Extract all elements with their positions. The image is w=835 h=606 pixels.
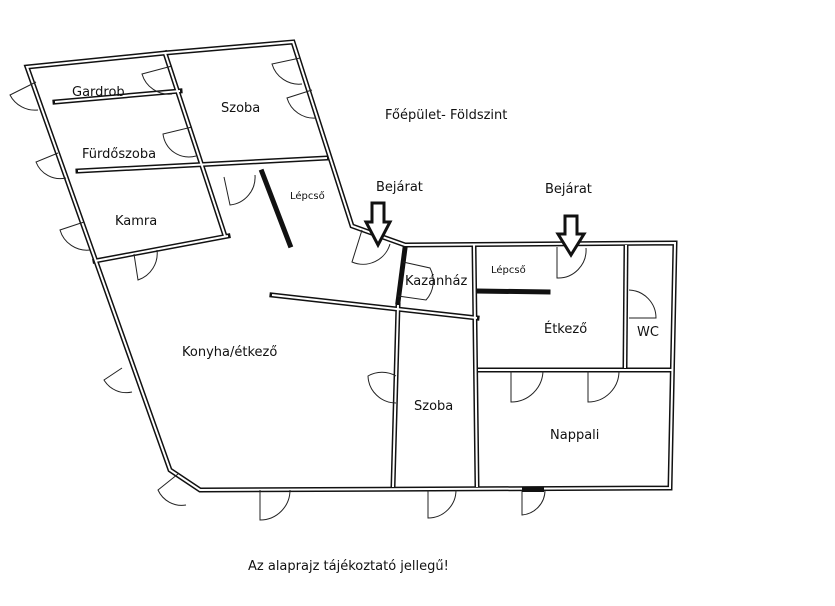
door-kazanhaz [397,261,434,301]
door-szoba-1 [271,57,303,85]
room-nappali: Nappali [550,428,599,443]
disclaimer-note: Az alaprajz tájékoztató jellegű! [248,559,449,574]
door-entrance-1 [351,229,391,265]
room-szoba-2: Szoba [414,399,453,414]
door-entrance-2 [556,247,587,279]
door-szoba2 [367,371,397,404]
labels: Főépület- Földszint Bejárat Bejárat Gard… [72,85,659,574]
room-furdoszoba: Fürdőszoba [82,147,156,162]
room-kamra: Kamra [115,214,157,229]
door-etkezo-1 [510,370,544,403]
room-kazanhaz: Kazánház [405,274,467,289]
door-gardrob [141,65,173,95]
door-konyha-outer [103,367,133,394]
entrance-label-2: Bejárat [545,182,592,197]
room-etkezo: Étkező [544,321,587,337]
room-lepcso-2: Lépcső [491,264,526,276]
door-bottom-1 [259,489,291,521]
room-lepcso-1: Lépcső [290,190,325,202]
window-bottom [522,487,544,492]
door-szoba-2 [286,89,317,119]
room-konyha: Konyha/étkező [182,345,277,360]
door-kamra-outer [59,221,91,251]
plan-title: Főépület- Földszint [385,108,507,123]
room-szoba-1: Szoba [221,101,260,116]
door-bottom-3 [521,489,546,516]
door-etkezo-2 [587,370,620,403]
door-furdo-outer [35,152,67,180]
arrow-down-icon [555,214,587,258]
entrance-label-1: Bejárat [376,180,423,195]
room-wc: WC [637,325,659,340]
room-gardrob: Gardrob [72,85,125,100]
door-bottom-2 [427,489,457,519]
entrance-arrows [363,201,587,258]
door-lepcso [223,174,256,206]
walls [23,39,678,493]
arrow-down-icon [363,201,393,249]
doors [9,57,657,521]
door-kamra [133,249,158,281]
door-wc [628,289,657,319]
door-konyha-bottom [157,473,187,506]
door-gardrob-outer [9,81,39,111]
door-furdo [162,126,197,158]
